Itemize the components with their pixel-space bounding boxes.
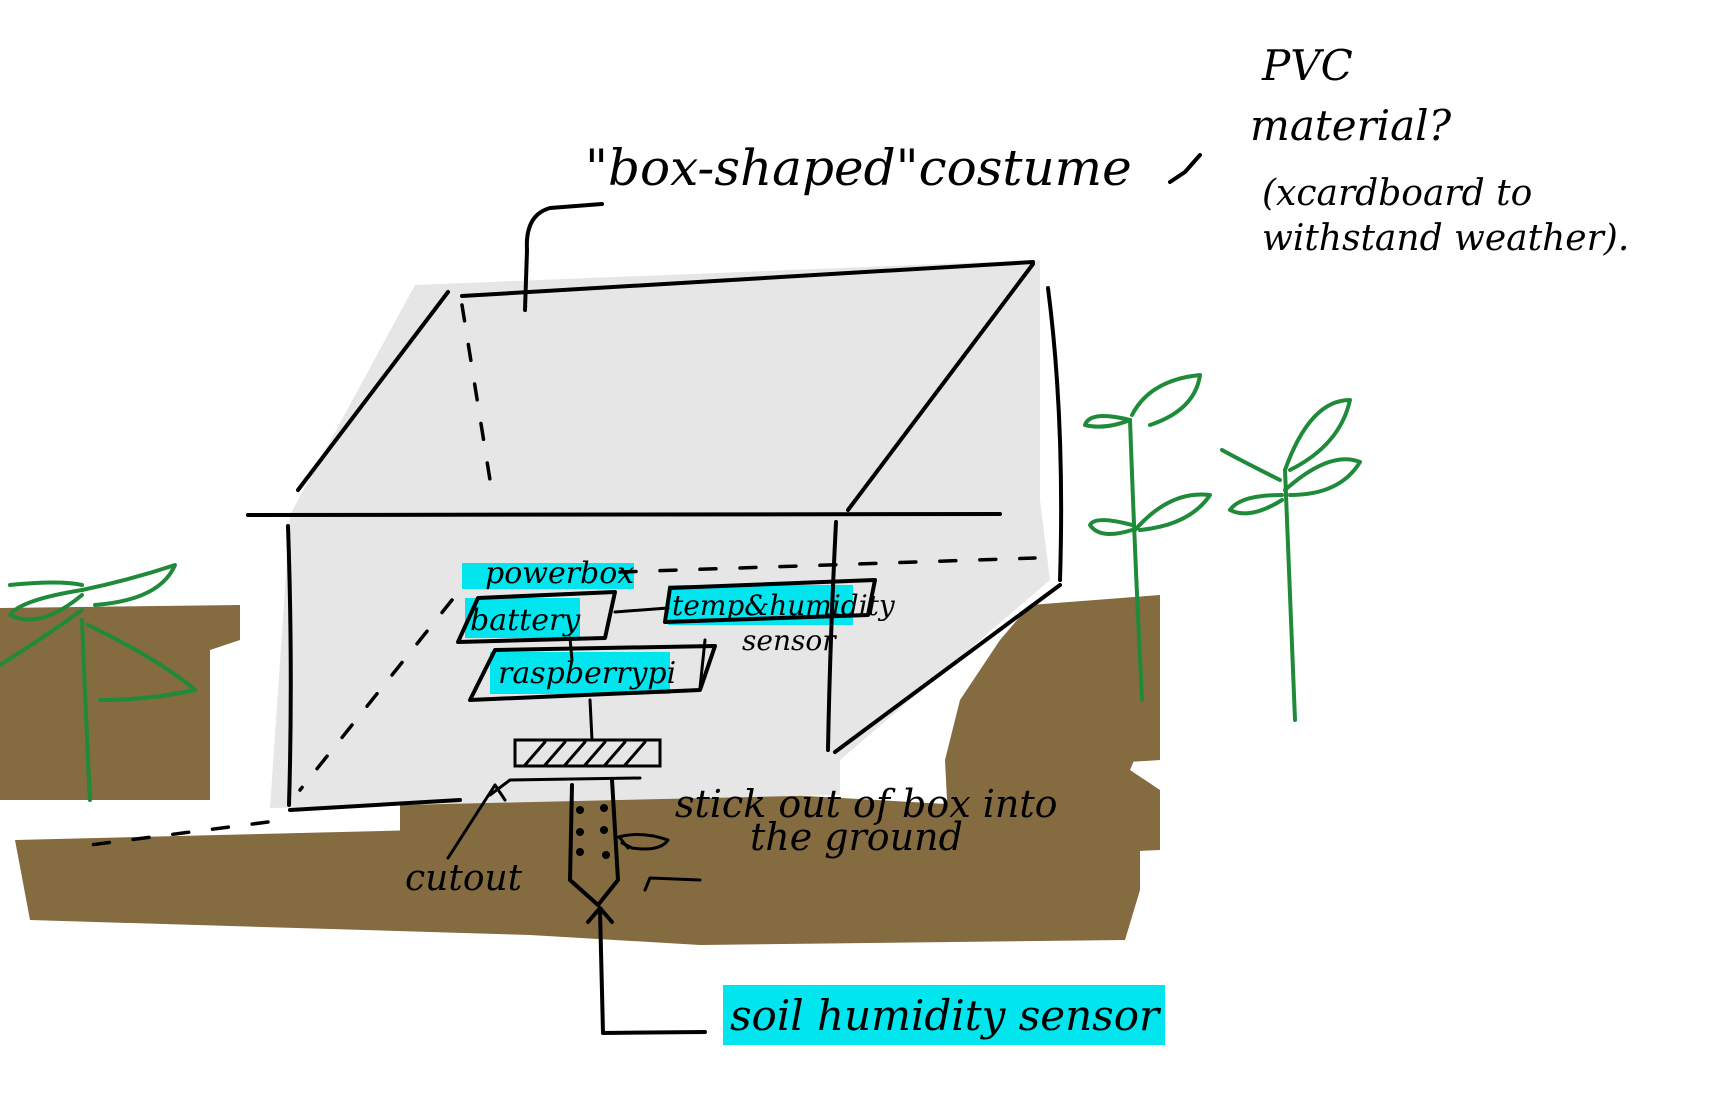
probe-tip-arrow	[643, 876, 702, 892]
box-roof-right-edge	[846, 262, 1035, 512]
box-side-back-edge	[1046, 286, 1064, 582]
soil-right-edge	[1000, 650, 1160, 770]
plant-middle-leaf-4	[1088, 518, 1134, 536]
plant-left-leaf-2	[80, 563, 177, 607]
box-roof-left-edge	[296, 290, 450, 492]
box-hidden-floor-edge	[298, 598, 454, 792]
plant-right-leaf-1	[1283, 398, 1352, 472]
box-hidden-back-edge	[618, 556, 1037, 574]
box-outline	[88, 260, 1064, 847]
soil-sensor-label: soil humidity sensor	[730, 991, 1162, 1040]
hatched-connector	[513, 738, 662, 768]
costume-leader	[523, 202, 604, 312]
plant-right-leaf-3	[1228, 493, 1284, 516]
leader-lines	[446, 153, 1202, 1035]
material-label-line4: withstand weather).	[1262, 218, 1629, 259]
material-label-line1: PVC	[1261, 41, 1353, 90]
stick-out-label-line1: stick out of box into	[675, 782, 1058, 826]
plant-right-leaf-2	[1283, 457, 1362, 497]
handwritten-labels: "box-shaped"costume PVC material? (xcard…	[405, 41, 1629, 1040]
box-hidden-floor-line	[88, 820, 270, 847]
pi-to-sensor-wire	[698, 638, 707, 690]
box-hidden-roof-edge	[460, 303, 492, 482]
costume-label: "box-shaped"costume	[585, 139, 1132, 197]
battery-label: battery	[470, 603, 581, 638]
box-fill	[270, 260, 1050, 808]
powerbox-highlight	[462, 563, 634, 589]
hatched-connector-lines	[523, 740, 647, 767]
plant-left-stem	[80, 618, 92, 802]
material-label-line2: material?	[1250, 101, 1452, 150]
probe-dot-3	[576, 828, 584, 836]
soil-left-patch	[0, 610, 240, 800]
plant-left-leaf-5	[8, 580, 84, 587]
stick-out-arrow	[613, 833, 670, 851]
soil-sensor-probe	[568, 778, 620, 907]
box-roof-fill	[290, 260, 1040, 525]
plant-right-stem	[1283, 468, 1297, 722]
box-front-right-edge	[826, 520, 838, 752]
plant-left-leaf-3	[0, 608, 84, 667]
soil-sensor-arrowhead	[586, 906, 614, 924]
soil-sensor-leader	[598, 908, 707, 1035]
temp-humidity-label-line2: sensor	[742, 624, 837, 657]
plant-middle	[1083, 373, 1212, 702]
soil-bottom-band	[15, 790, 1140, 945]
plant-middle-leaf-3	[1133, 492, 1212, 532]
soil-front-strip	[400, 795, 800, 845]
plant-left-leaf-1	[8, 588, 84, 622]
cutout-label: cutout	[405, 858, 523, 899]
battery-highlight	[465, 598, 580, 638]
box-side-fill	[830, 500, 1050, 760]
plant-middle-leaf-1	[1130, 373, 1202, 427]
soil-sensor-highlight	[723, 985, 1165, 1045]
battery-box	[456, 590, 617, 644]
raspberrypi-highlight	[490, 652, 670, 694]
plant-left-leaf-4	[86, 623, 197, 702]
soil-ground	[0, 595, 1160, 945]
probe-dot-2	[600, 804, 608, 812]
material-checkmark	[1168, 153, 1202, 184]
material-label-line3: (xcardboard to	[1262, 173, 1532, 214]
raspberrypi-label: raspberrypi	[498, 656, 676, 691]
cutout-arrow	[446, 783, 507, 860]
box-roof-front-edge	[246, 512, 1002, 517]
box-front-bottom-edge	[288, 798, 462, 812]
plant-right-leaf-4	[1220, 448, 1282, 482]
plants	[0, 373, 1362, 802]
stick-out-label-line2: the ground	[750, 815, 963, 859]
raspberrypi-box	[468, 644, 717, 702]
pi-down-wire	[588, 698, 594, 742]
probe-dot-5	[576, 848, 584, 856]
soil-left-patch-top	[0, 605, 240, 648]
temp-humidity-box	[663, 578, 877, 624]
plant-middle-leaf-2	[1083, 414, 1132, 429]
plant-middle-stem	[1128, 418, 1144, 702]
plant-right	[1220, 398, 1362, 722]
powerbox-label: powerbox	[485, 556, 634, 591]
probe-dot-1	[576, 806, 584, 814]
probe-dot-6	[602, 851, 610, 859]
box-front-left-edge	[286, 524, 293, 807]
battery-to-sensor-wire	[613, 606, 670, 614]
box-side-bottom-edge	[833, 583, 1062, 754]
plant-left	[0, 563, 197, 802]
box-roof-top-edge	[460, 260, 1035, 298]
temp-humidity-label-line1: temp&humidity	[672, 589, 896, 622]
probe-dot-4	[600, 826, 608, 834]
label-highlights	[462, 563, 1165, 1045]
